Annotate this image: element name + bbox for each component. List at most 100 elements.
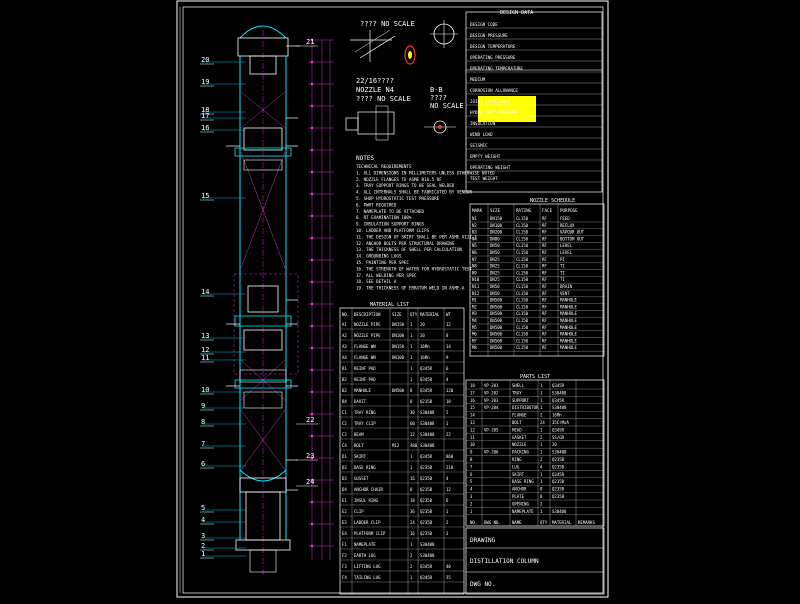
- material-header-cell: MATERIAL: [420, 312, 440, 317]
- material-cell: 14: [446, 344, 451, 349]
- highlighted-cell: [478, 96, 536, 122]
- material-cell: 2: [446, 520, 449, 525]
- detail-b-sub: NOZZLE N4: [356, 86, 394, 94]
- material-cell: 120: [446, 388, 454, 393]
- nozzle-cell: M8: [472, 345, 477, 350]
- parts-cell: S30408: [552, 450, 567, 455]
- material-cell: E3: [342, 520, 347, 525]
- material-cell: TAILING LUG: [354, 575, 381, 580]
- nozzle-cell: MANHOLE: [560, 318, 577, 323]
- nozzle-cell: N2: [472, 223, 477, 228]
- nozzle-cell: N8: [472, 264, 477, 269]
- detail-b: 22/16???? NOZZLE N4 ???? NO SCALE: [345, 77, 411, 141]
- design-data-row: INSULATION: [470, 121, 496, 126]
- parts-cell: 6: [470, 472, 473, 477]
- material-cell: B3: [342, 388, 347, 393]
- material-cell: 40: [446, 564, 451, 569]
- material-cell: Q235B: [420, 487, 433, 492]
- parts-cell: TRAY: [512, 390, 522, 395]
- nozzle-cell: CL150: [516, 250, 529, 255]
- parts-cell: 1: [470, 509, 473, 514]
- nozzle-cell: CL150: [516, 230, 529, 235]
- skirt-opening: [249, 549, 277, 573]
- parts-cell: 1: [540, 405, 543, 410]
- nozzle-cell: MANHOLE: [560, 345, 577, 350]
- material-cell: 8: [410, 399, 413, 404]
- detail-a-label: ???? NO SCALE: [360, 20, 415, 28]
- design-data-row: DESIGN CODE: [470, 22, 498, 27]
- material-cell: DN150: [392, 322, 405, 327]
- material-cell: NOZZLE PIPE: [354, 333, 381, 338]
- parts-cell: 3: [470, 494, 473, 499]
- detail-b-scale: ???? NO SCALE: [356, 95, 411, 103]
- parts-cell: 14: [470, 413, 475, 418]
- note-line: 19. THE THICKNESS OF ERRATUM WELD IN ASM…: [356, 286, 465, 291]
- nozzle-cell: CL150: [516, 270, 529, 275]
- nozzle-cell: CL150: [516, 216, 529, 221]
- material-cell: 36: [410, 509, 415, 514]
- nozzle-cell: RF: [542, 230, 547, 235]
- parts-cell: 5: [470, 479, 473, 484]
- callout-number: 2: [201, 542, 205, 550]
- material-cell: 20: [420, 322, 425, 327]
- material-cell: INSUL RING: [354, 498, 379, 503]
- tray-ring-2: [234, 315, 292, 327]
- parts-cell: VP-201: [484, 383, 499, 388]
- material-header-cell: QTY: [410, 312, 418, 317]
- material-cell: E2: [342, 509, 347, 514]
- material-cell: 16: [410, 476, 415, 481]
- material-cell: Q235B: [420, 465, 433, 470]
- nozzle-cell: DN200: [490, 230, 503, 235]
- parts-cell: 8: [470, 457, 473, 462]
- callout-number: 5: [201, 504, 205, 512]
- material-cell: C4: [342, 443, 347, 448]
- nozzle-cell: RF: [542, 236, 547, 241]
- parts-header-cell: MATERIAL: [552, 520, 572, 525]
- parts-cell: 7: [470, 464, 473, 469]
- parts-cell: 16Mn: [552, 413, 562, 418]
- support-2: [243, 329, 283, 351]
- nozzle-cell: CL150: [516, 223, 529, 228]
- nozzle-cell: CL150: [516, 338, 529, 343]
- nozzle-cell: M3: [472, 311, 477, 316]
- nozzle-cell: DN50: [490, 291, 500, 296]
- parts-cell: 4: [470, 487, 473, 492]
- callout-number: 1: [201, 550, 205, 558]
- nozzle-cell: RF: [542, 318, 547, 323]
- design-data-row: HYDRO TEST PRESSURE: [470, 110, 518, 115]
- material-cell: 30: [410, 410, 415, 415]
- nozzle-cell: N1: [472, 216, 477, 221]
- nozzle-cell: RF: [542, 277, 547, 282]
- parts-cell: 4: [540, 464, 543, 469]
- parts-cell: SKIRT: [512, 472, 525, 477]
- parts-cell: 15: [470, 405, 475, 410]
- nozzle-cell: VAPOUR OUT: [560, 230, 585, 235]
- material-cell: 16Mn: [420, 355, 430, 360]
- material-cell: Q345R: [420, 575, 433, 580]
- note-line: 3. TRAY SUPPORT RINGS TO BE SEAL WELDED: [356, 183, 455, 188]
- parts-header-cell: QTY: [540, 520, 548, 525]
- design-data-row: EMPTY WEIGHT: [470, 154, 501, 159]
- nozzle-cell: DN150: [490, 216, 503, 221]
- parts-cell: S30408: [552, 509, 567, 514]
- nozzle-cell: DN500: [490, 332, 503, 337]
- material-cell: TRAY RING: [354, 410, 376, 415]
- parts-cell: 1: [540, 450, 543, 455]
- nozzle-cell: MANHOLE: [560, 311, 577, 316]
- material-cell: 1: [410, 454, 413, 459]
- material-cell: S30408: [420, 432, 435, 437]
- nozzle-cell: RF: [542, 345, 547, 350]
- parts-cell: 18: [470, 383, 475, 388]
- note-line: 7. NAMEPLATE TO BE ATTACHED: [356, 209, 425, 214]
- distributor-1: [243, 127, 283, 151]
- parts-cell: Q235B: [552, 479, 565, 484]
- nozzle-cell: DN25: [490, 257, 500, 262]
- material-cell: 6: [446, 366, 449, 371]
- parts-cell: VP-205: [484, 427, 499, 432]
- detail-a: ???? NO SCALE: [350, 20, 415, 62]
- note-line: 12. ANCHOR BOLTS PER STRUCTURAL DRAWING: [356, 241, 455, 246]
- material-cell: BEAM: [354, 432, 364, 437]
